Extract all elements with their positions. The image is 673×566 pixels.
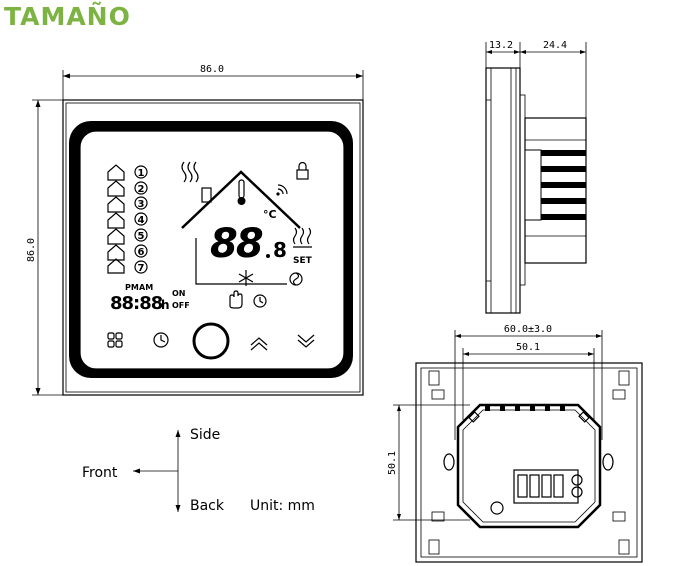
heat-waves-icon [181, 161, 199, 183]
on-label: ON [172, 289, 186, 298]
corner-tab [428, 539, 440, 555]
corner-tab [618, 370, 630, 386]
set-label: SET [293, 256, 313, 266]
housing-outline [62, 99, 364, 396]
zone-number: 4 [138, 215, 145, 226]
zone-number: 5 [138, 231, 145, 242]
front-width-label: 86.0 [200, 64, 224, 75]
down-arrow-button[interactable] [297, 334, 315, 348]
floor-heating-icon [292, 227, 312, 248]
side-right-dimension: 24.4 [543, 40, 567, 51]
thermometer-icon [237, 179, 246, 205]
lock-icon [296, 161, 309, 180]
screw-slot [443, 453, 455, 471]
back-height-label: 50.1 [387, 451, 398, 475]
up-arrow-button[interactable] [250, 337, 268, 351]
decimal-point [266, 254, 270, 258]
side-label: Side [190, 427, 220, 443]
front-label: Front [82, 465, 118, 481]
lcd-display: 1 2 3 4 5 6 7 [107, 161, 313, 314]
off-label: OFF [172, 301, 190, 310]
clock-digits: 88:88 [110, 293, 163, 314]
back-outer-dimension: 60.0±3.0 [454, 324, 603, 440]
top-notches [468, 404, 590, 423]
front-width-dimension: 86.0 [62, 64, 364, 100]
mount-slot [431, 511, 445, 522]
zone-number-list: 1 2 3 4 5 6 7 [134, 165, 148, 274]
back-label: Back [190, 498, 225, 514]
hand-icon [229, 290, 243, 309]
cooling-fins [524, 139, 586, 237]
page-title: TAMAÑO [4, 2, 131, 31]
unit-label: Unit: mm [250, 498, 315, 514]
zone-number: 7 [138, 263, 145, 274]
back-outer-label: 60.0±3.0 [504, 324, 552, 335]
terminal-block [513, 469, 583, 504]
temperature-digits: 88 [210, 221, 263, 267]
pm-label: PM [125, 283, 139, 292]
touch-buttons [107, 322, 315, 360]
back-height-dimension: 50.1 [387, 404, 470, 521]
housing-inner-edge [65, 102, 361, 393]
front-height-label: 86.0 [26, 238, 37, 262]
mount-slot [612, 389, 626, 400]
back-inner-dimension: 50.1 [462, 342, 595, 420]
orientation-legend: Side Front Back Unit: mm [82, 427, 315, 514]
side-view: 13.2 24.4 [485, 40, 587, 314]
power-button[interactable] [192, 322, 230, 360]
clock-button[interactable] [153, 332, 169, 348]
back-body-outline [456, 403, 602, 529]
celsius-unit: °C [263, 208, 277, 221]
small-digit: 8 [273, 238, 287, 262]
mount-slot [612, 511, 626, 522]
house-icon [107, 164, 125, 274]
back-inner-label: 50.1 [516, 342, 540, 353]
back-plate [415, 362, 643, 563]
house-outline [181, 170, 301, 229]
side-dimensions: 13.2 24.4 [485, 40, 587, 118]
screw-hole [490, 501, 504, 515]
menu-button[interactable] [107, 332, 123, 348]
zone-number: 3 [138, 199, 145, 210]
zone-number: 1 [138, 168, 145, 179]
fan-icon [289, 272, 303, 286]
zone-icons [107, 164, 125, 274]
screw-slot [602, 453, 614, 471]
corner-tab [428, 370, 440, 386]
hour-suffix: h [161, 298, 170, 312]
mount-slot [431, 389, 445, 400]
back-view: 60.0±3.0 50.1 50.1 [387, 324, 643, 563]
zone-number: 6 [138, 247, 145, 258]
frame-line [195, 238, 287, 285]
front-view: 86.0 86.0 [26, 64, 364, 396]
chimney [201, 187, 212, 203]
corner-tab [618, 539, 630, 555]
clock-icon [253, 294, 267, 308]
side-left-dimension: 13.2 [489, 40, 513, 51]
zone-number: 2 [138, 184, 145, 195]
am-label: AM [139, 283, 153, 292]
front-height-dimension: 86.0 [26, 99, 63, 396]
snowflake-icon [238, 270, 254, 286]
wifi-icon [276, 184, 288, 196]
